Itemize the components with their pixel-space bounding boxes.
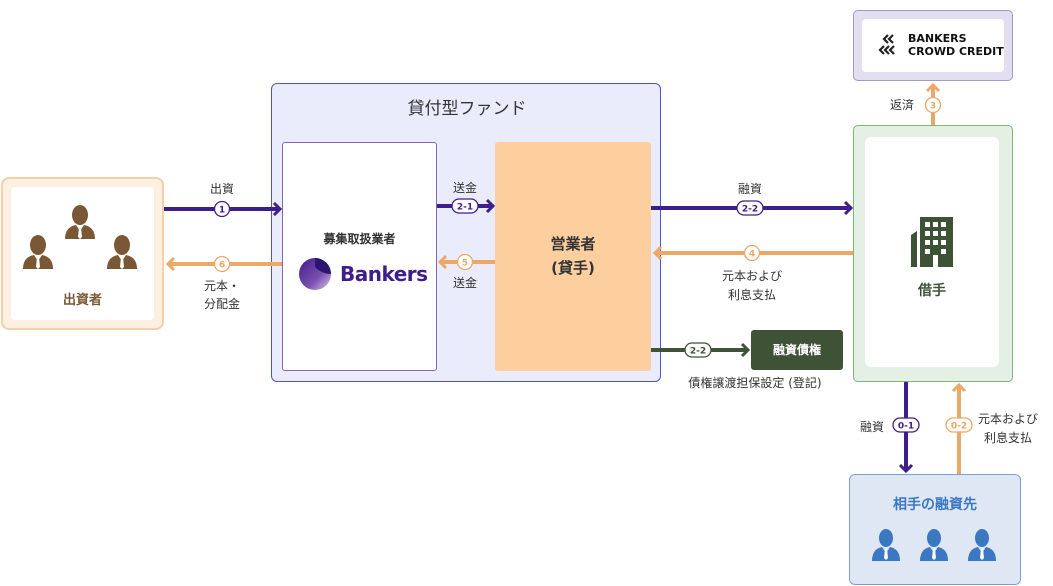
badge-flow-2-2-claim: 2-2 (684, 342, 712, 358)
bcc-inner: BANKERS CROWD CREDIT (862, 19, 1004, 72)
investor-label: 出資者 (62, 293, 102, 308)
people-group-icon (23, 205, 137, 269)
label-flow-0-2-line1: 元本および (978, 412, 1039, 426)
badge-flow-5: 5 (456, 253, 474, 271)
borrower-inner: 借手 (865, 137, 999, 367)
svg-text:6: 6 (219, 261, 225, 271)
claim-caption: 債権譲渡担保設定 (登記) (688, 376, 822, 390)
badge-flow-2-1: 2-1 (451, 198, 479, 214)
people-group-icon (872, 529, 996, 561)
label-flow-2-1: 送金 (452, 181, 477, 195)
building-icon (911, 217, 953, 267)
bcc-line2: CROWD CREDIT (908, 45, 1004, 58)
label-flow-6-line2: 分配金 (203, 297, 240, 311)
badge-flow-4: 4 (743, 244, 761, 262)
badge-flow-1: 1 (213, 200, 231, 218)
bankers-logo-text: Bankers (340, 262, 428, 286)
svg-text:4: 4 (749, 250, 755, 260)
bankers-logo-icon (299, 258, 331, 290)
badge-flow-3: 3 (924, 96, 942, 114)
svg-text:2-2: 2-2 (690, 347, 706, 357)
badge-flow-0-1: 0-1 (892, 417, 920, 433)
label-flow-3: 返済 (890, 98, 915, 112)
investor-inner: 出資者 (11, 187, 154, 320)
badge-flow-6: 6 (213, 255, 231, 273)
broker-box: 募集取扱業者 Bankers (282, 142, 437, 371)
claim-box: 融資債権 (751, 330, 843, 370)
label-flow-1: 出資 (209, 182, 234, 196)
bcc-box: BANKERS CROWD CREDIT (853, 10, 1013, 81)
svg-text:5: 5 (462, 259, 468, 269)
label-flow-4-line2: 利息支払 (727, 288, 776, 302)
label-flow-0-2-line2: 利息支払 (984, 431, 1033, 445)
bcc-chevrons-icon (878, 34, 895, 55)
counterparty-box: 相手の融資先 (849, 474, 1021, 585)
claim-label: 融資債権 (772, 343, 821, 357)
lender-label-line2: (貸手) (551, 259, 595, 277)
label-flow-6-line1: 元本・ (203, 279, 240, 293)
svg-text:3: 3 (930, 102, 936, 112)
svg-text:2-1: 2-1 (457, 203, 473, 213)
borrower-label: 借手 (918, 283, 946, 299)
svg-text:0-2: 0-2 (951, 422, 967, 432)
lender-label-line1: 営業者 (550, 235, 596, 253)
badge-flow-2-2: 2-2 (736, 200, 764, 216)
broker-label: 募集取扱業者 (323, 232, 396, 246)
counterparty-label: 相手の融資先 (893, 497, 977, 513)
borrower-box: 借手 (853, 125, 1013, 382)
fund-title: 貸付型ファンド (407, 99, 527, 119)
svg-text:0-1: 0-1 (898, 422, 914, 432)
badge-flow-0-2: 0-2 (945, 417, 973, 433)
bcc-line1: BANKERS (908, 32, 967, 45)
svg-text:1: 1 (219, 206, 225, 216)
label-flow-2-2: 融資 (737, 182, 762, 196)
label-flow-4-line1: 元本および (721, 269, 782, 283)
label-flow-5: 送金 (452, 276, 477, 290)
label-flow-0-1: 融資 (860, 420, 885, 434)
investor-box: 出資者 (1, 177, 164, 330)
lender-box: 営業者 (貸手) (495, 142, 651, 371)
svg-text:2-2: 2-2 (742, 205, 758, 215)
